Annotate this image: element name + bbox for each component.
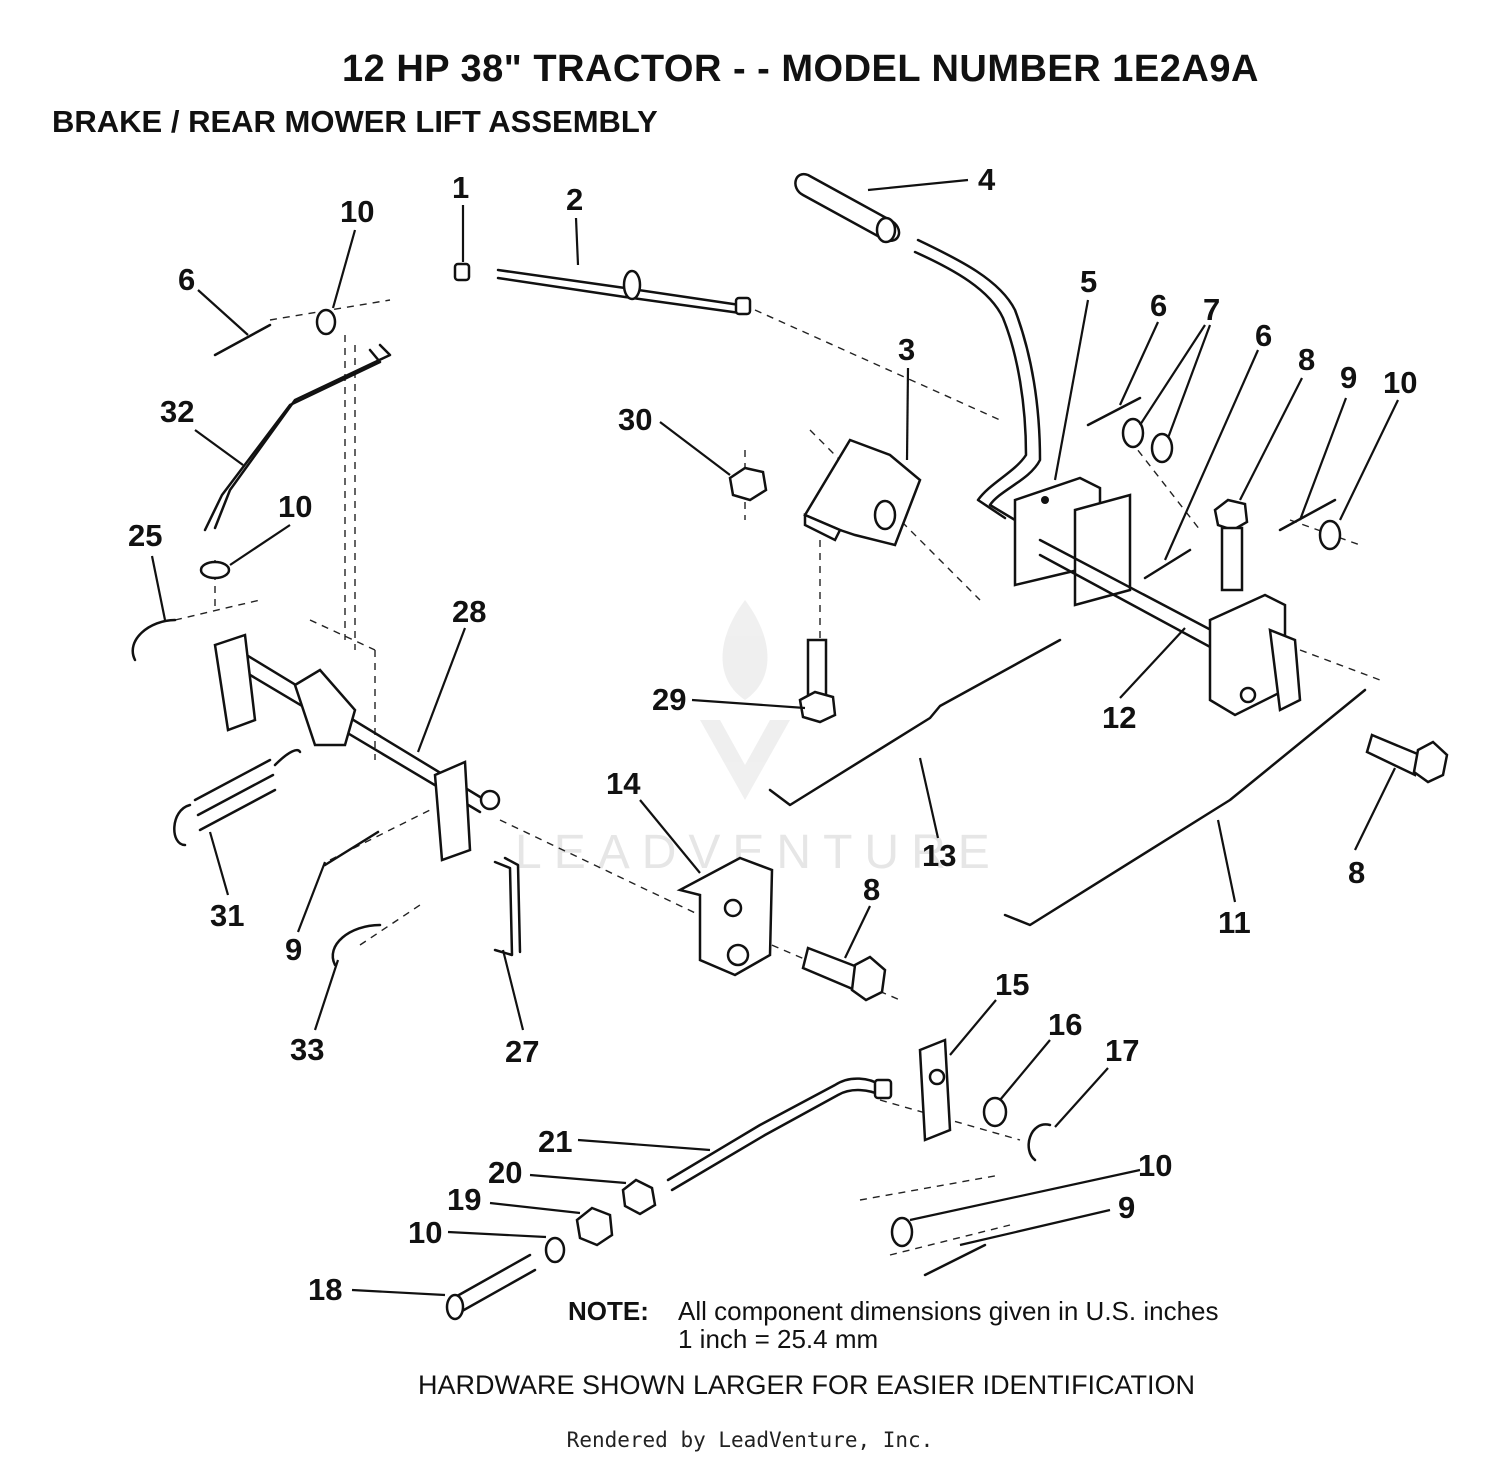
part-25-hairpin	[131, 618, 177, 662]
part-28-rockshaft	[213, 633, 501, 862]
part-8-bolt-lower	[801, 946, 887, 1002]
part-11-lift-link	[1003, 688, 1367, 927]
part-32-rod	[203, 343, 392, 532]
part-6-cotter-pin-left	[213, 323, 272, 357]
callout-18: 18	[308, 1272, 342, 1307]
callout-10-bottom-left: 10	[408, 1215, 442, 1250]
part-15-plate	[918, 1038, 952, 1142]
callout-4: 4	[978, 162, 996, 197]
callout-25: 25	[128, 518, 162, 553]
part-4-lever-grip	[794, 172, 901, 244]
callout-19: 19	[447, 1182, 481, 1217]
part-9-cotter-pin-top	[1278, 498, 1337, 532]
part-21-adjuster-rod	[666, 1077, 893, 1192]
callout-15: 15	[995, 967, 1029, 1002]
part-10-washer-mid	[199, 560, 231, 580]
callout-10-bottom-right: 10	[1138, 1148, 1172, 1183]
part-31-spring	[173, 748, 302, 847]
part-10-washer-right-top	[1318, 519, 1342, 551]
callout-33: 33	[290, 1032, 324, 1067]
callout-6-left: 6	[178, 262, 195, 297]
callout-29: 29	[652, 682, 686, 717]
part-2-brake-rod	[496, 268, 752, 316]
callout-21: 21	[538, 1124, 572, 1159]
note-conversion: 1 inch = 25.4 mm	[678, 1324, 879, 1354]
callout-20: 20	[488, 1155, 522, 1190]
watermark-logo	[700, 600, 790, 800]
note-dimensions: All component dimensions given in U.S. i…	[678, 1296, 1219, 1326]
footer-credit: Rendered by LeadVenture, Inc.	[566, 1428, 934, 1452]
callout-31: 31	[210, 898, 244, 933]
callout-leaders	[150, 178, 1399, 1297]
callout-12: 12	[1102, 700, 1136, 735]
part-6-cotter-pin-mid	[1086, 396, 1142, 427]
callout-30: 30	[618, 402, 652, 437]
part-16-washer	[982, 1096, 1008, 1128]
callout-2: 2	[566, 182, 583, 217]
callout-5: 5	[1080, 264, 1097, 299]
callout-11: 11	[1218, 905, 1251, 940]
part-18-spring	[445, 1253, 537, 1321]
part-10-washer-right	[890, 1216, 914, 1248]
part-19-hex-nut	[575, 1206, 614, 1247]
part-6-cotter-pin-right	[1143, 548, 1192, 580]
part-30-hex-nut	[728, 466, 768, 502]
callout-numbers: 1 2 3 4 5 6 6 6 7 8 8 8 9 9 9 10 10 10 1…	[128, 162, 1417, 1307]
part-33-hairpin	[331, 923, 382, 967]
part-9-cotter-pin-left	[323, 830, 380, 867]
callout-9-left: 9	[285, 932, 302, 967]
part-12-cross-shaft	[1038, 538, 1302, 717]
callout-14: 14	[606, 766, 641, 801]
assembly-subtitle: BRAKE / REAR MOWER LIFT ASSEMBLY	[52, 104, 658, 139]
callout-8-lower: 8	[863, 872, 880, 907]
callout-8-right: 8	[1348, 855, 1365, 890]
callout-6-mid: 6	[1150, 288, 1167, 323]
callout-1: 1	[452, 170, 469, 205]
part-10-washer-top	[315, 308, 337, 336]
callout-28: 28	[452, 594, 486, 629]
callout-10-mid: 10	[278, 489, 312, 524]
callout-10-right: 10	[1383, 365, 1417, 400]
part-8-bolt-right	[1365, 733, 1449, 784]
page-title: 12 HP 38" TRACTOR - - MODEL NUMBER 1E2A9…	[342, 48, 1259, 90]
part-5-lift-handle	[913, 238, 1132, 607]
callout-32: 32	[160, 394, 194, 429]
callout-9-bottom: 9	[1118, 1190, 1135, 1225]
note-label: NOTE:	[568, 1296, 649, 1326]
callout-6-right: 6	[1255, 318, 1272, 353]
part-13-lift-link	[768, 638, 1062, 807]
part-9-cotter-pin-bottom	[923, 1243, 987, 1277]
part-8-bolt-upper	[1213, 498, 1249, 592]
alignment-lines	[174, 299, 1381, 1256]
part-10-washer-lower	[544, 1236, 566, 1264]
part-17-e-clip	[1027, 1123, 1052, 1162]
hardware-note: HARDWARE SHOWN LARGER FOR EASIER IDENTIF…	[418, 1370, 1196, 1400]
part-1-ferrule	[453, 262, 471, 282]
callout-3: 3	[898, 332, 915, 367]
callout-27: 27	[505, 1034, 539, 1069]
part-14-bracket	[676, 856, 774, 977]
part-29-bolt	[798, 638, 837, 724]
callout-13: 13	[922, 838, 956, 873]
part-7-washer-a	[1121, 417, 1145, 449]
callout-16: 16	[1048, 1007, 1082, 1042]
callout-8-top: 8	[1298, 342, 1315, 377]
part-7-washer-b	[1150, 432, 1174, 464]
part-20-jam-nut	[621, 1178, 657, 1216]
callout-17: 17	[1105, 1033, 1139, 1068]
callout-9-top: 9	[1340, 360, 1357, 395]
callout-10-top: 10	[340, 194, 374, 229]
callout-7: 7	[1203, 292, 1220, 327]
part-3-bracket	[803, 438, 922, 547]
